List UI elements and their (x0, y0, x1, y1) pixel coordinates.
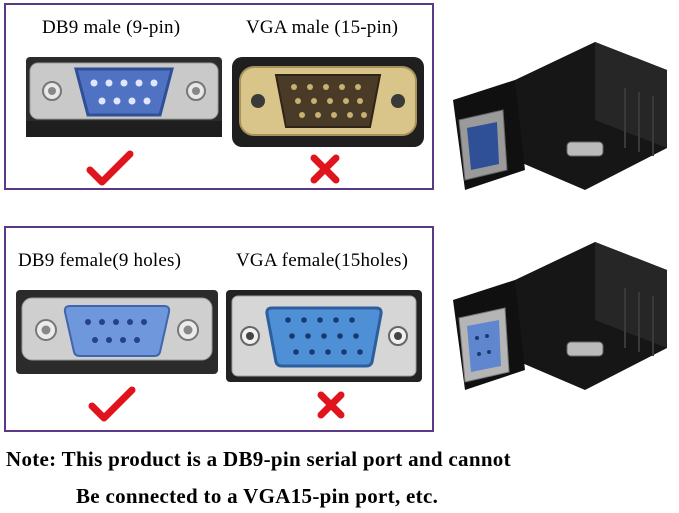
check-mark-icon (86, 150, 134, 186)
bottom-comparison-panel: DB9 female(9 holes) VGA female(15holes) (4, 226, 434, 432)
cross-mark-icon (317, 391, 345, 419)
note-line-1: Note: This product is a DB9-pin serial p… (6, 447, 511, 471)
cross-mark-icon (310, 154, 340, 184)
vga-male-connector-image (232, 57, 424, 147)
db9-female-connector-image (16, 290, 218, 374)
db9-male-adapter-product-image (453, 42, 667, 190)
vga-male-label: VGA male (15-pin) (246, 17, 399, 38)
db9-female-adapter-product-image (453, 242, 667, 390)
db9-female-label: DB9 female(9 holes) (18, 250, 182, 271)
vga-female-connector-image (226, 290, 422, 382)
top-comparison-panel: DB9 male (9-pin) VGA male (15-pin) (4, 3, 434, 190)
db9-male-connector-image (26, 57, 222, 137)
note-line-2: Be connected to a VGA15-pin port, etc. (76, 484, 439, 508)
vga-female-label: VGA female(15holes) (236, 250, 409, 271)
check-mark-icon (88, 386, 136, 422)
db9-male-label: DB9 male (9-pin) (42, 17, 181, 38)
